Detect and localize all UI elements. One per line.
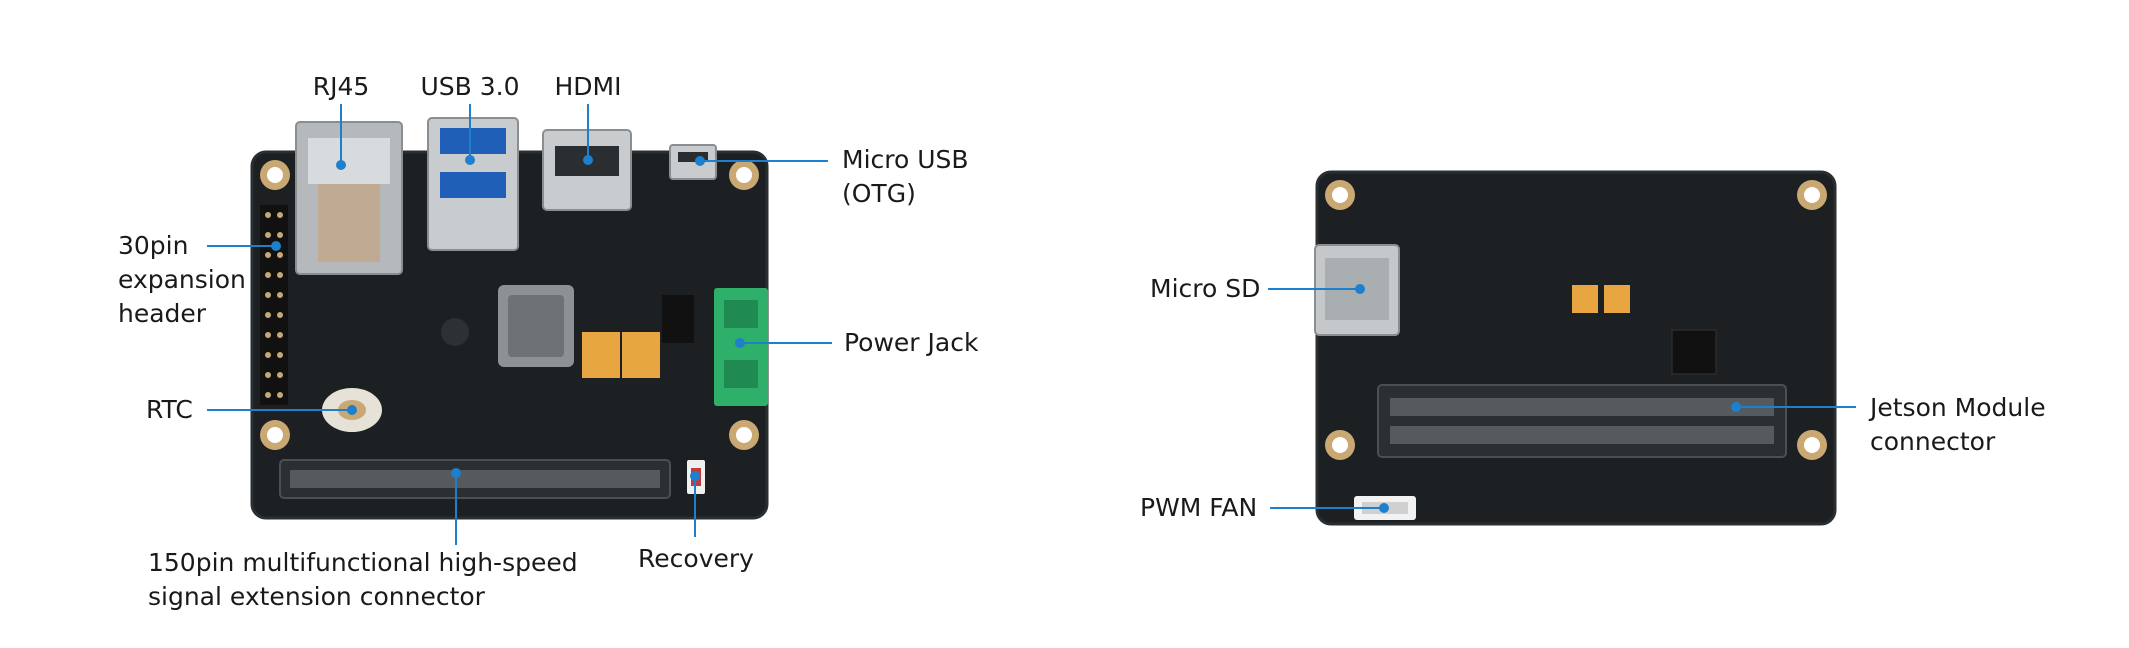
label-micro-sd: Micro SD	[1150, 274, 1261, 303]
label-power-jack: Power Jack	[844, 328, 979, 357]
rj45-port	[295, 121, 403, 275]
label-jetson-connector: Jetson Module connector	[1870, 393, 2046, 456]
label-signal-connector: 150pin multifunctional high-speed signal…	[148, 548, 578, 611]
micro-usb-port	[669, 144, 717, 180]
jetson-connector	[1377, 384, 1787, 458]
callout-lines	[207, 104, 1856, 545]
label-rj45: RJ45	[312, 72, 370, 101]
back-components	[1572, 285, 1717, 375]
label-recovery: Recovery	[638, 544, 754, 573]
label-rtc: RTC	[146, 395, 193, 424]
label-micro-usb: Micro USB (OTG)	[842, 145, 969, 208]
label-expansion-header: 30pin expansion header	[118, 231, 246, 328]
front-board	[250, 117, 769, 520]
signal-connector	[279, 459, 671, 499]
back-mounting-holes	[1325, 180, 1827, 460]
back-board-pcb	[1315, 170, 1837, 526]
expansion-header-pins	[260, 205, 288, 405]
back-board	[1314, 170, 1837, 526]
label-hdmi: HDMI	[554, 72, 622, 101]
power-components	[441, 285, 694, 378]
front-mounting-holes	[260, 160, 759, 450]
usb3-port	[427, 117, 519, 251]
label-usb3: USB 3.0	[420, 72, 520, 101]
label-pwm-fan: PWM FAN	[1140, 493, 1258, 522]
